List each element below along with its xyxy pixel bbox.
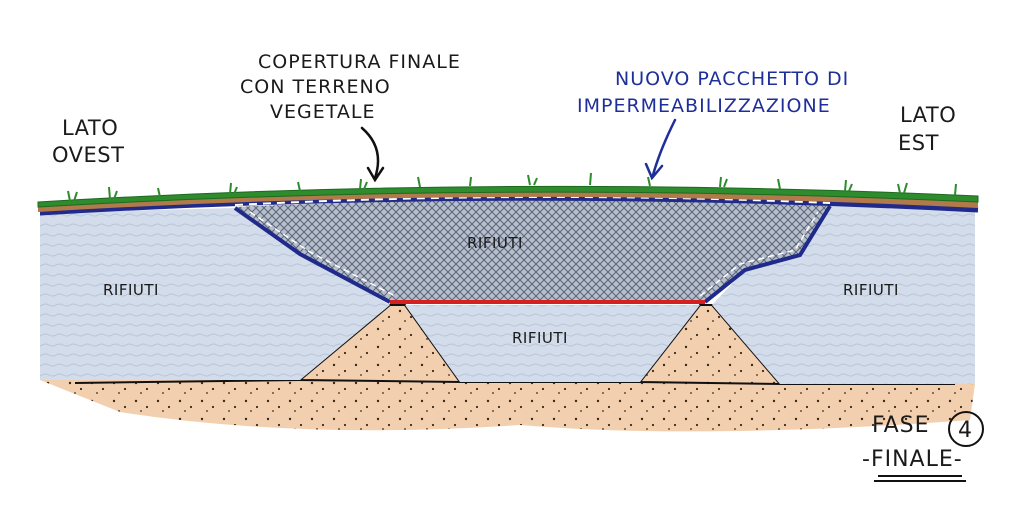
label-phase-subtitle: -FINALE- (862, 447, 963, 472)
top-membrane (39, 195, 979, 216)
label-waste-left: RIFIUTI (103, 281, 159, 299)
new-waste-body (235, 199, 830, 302)
label-membrane-line1: NUOVO PACCHETTO DI (615, 68, 849, 90)
label-phase: FASE (872, 413, 930, 438)
dashed-inner-line (249, 211, 819, 297)
label-cover-line1: COPERTURA FINALE (258, 51, 461, 73)
old-waste-center (405, 305, 700, 382)
label-west-line2: OVEST (52, 143, 124, 167)
label-east-line2: EST (898, 131, 939, 155)
grass-layer (37, 185, 979, 208)
label-east-line1: LATO (900, 103, 956, 127)
cover-arrow (360, 126, 385, 183)
label-cover-line2: CON TERRENO (240, 76, 391, 98)
label-membrane-line2: IMPERMEABILIZZAZIONE (577, 95, 831, 117)
old-waste-left (40, 208, 390, 380)
membrane-arrow (644, 118, 677, 181)
phase-number-circle (948, 411, 984, 447)
label-phase-number: 4 (958, 418, 973, 443)
label-waste-center-bottom: RIFIUTI (512, 329, 568, 347)
grass-tufts (67, 172, 957, 202)
underlying-soil (40, 305, 975, 432)
membrane-cell-outline (233, 204, 832, 304)
label-waste-right: RIFIUTI (843, 281, 899, 299)
old-waste-right (712, 206, 975, 384)
top-membrane-dashes (234, 195, 831, 206)
label-west-line1: LATO (62, 116, 118, 140)
label-waste-center-top: RIFIUTI (467, 234, 523, 252)
phase-underline (874, 475, 966, 482)
label-cover-line3: VEGETALE (270, 101, 375, 123)
